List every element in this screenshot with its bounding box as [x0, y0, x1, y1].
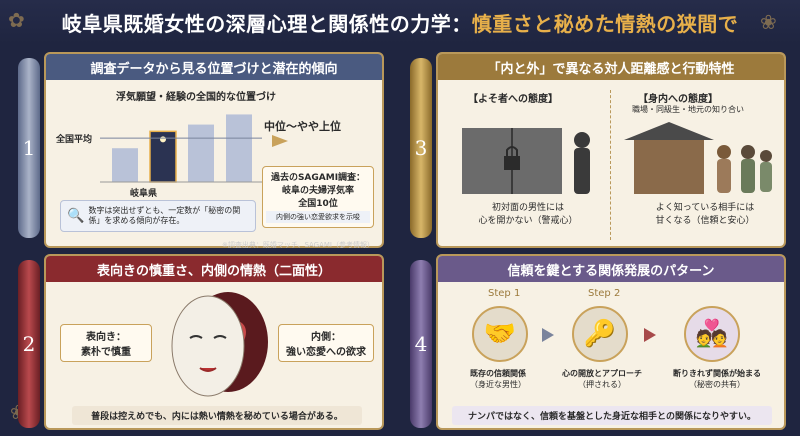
title-accent: 慎重さと秘めた情熱の狭間で	[471, 11, 739, 36]
stage3-caption: 断りきれず関係が始まる （秘密の共有）	[673, 369, 761, 389]
step2-label: Step 2	[588, 288, 621, 299]
bar	[226, 114, 252, 182]
noh-mask-icon	[171, 292, 268, 397]
key-icon: 🔑	[572, 306, 628, 362]
sagami-box: 過去のSAGAMI調査： 岐阜の夫婦浮気率 全国10位 内側の強い恋愛欲求を示唆	[262, 166, 374, 228]
panel4: 信頼を鍵とする関係発展のパターン Step 1 Step 2 🤝 🔑 💑 既存の…	[436, 254, 786, 430]
couple-icon: 💑	[684, 306, 740, 362]
panel3-header: 「内と外」で異なる対人距離感と行動特性	[438, 54, 784, 80]
panel4-number: 4	[410, 260, 432, 428]
national-average-label: 全国平均	[56, 135, 93, 146]
bar	[188, 124, 214, 182]
panel2-header: 表向きの慎重さ、内側の情熱（二面性）	[46, 256, 382, 282]
panel3-number: 3	[410, 58, 432, 238]
outsider-title: 【よそ者への態度】	[468, 94, 558, 105]
village-people-icon	[624, 122, 772, 194]
outer-side-box: 表向き： 素朴で慎重	[60, 324, 152, 362]
panel1-chart-title: 浮気願望・経験の全国的な位置づけ	[116, 92, 276, 103]
panel1-header: 調査データから見る位置づけと潜在的傾向	[46, 54, 382, 80]
panel3-divider	[610, 90, 611, 240]
handshake-icon: 🤝	[472, 306, 528, 362]
sakura-icon: ❀	[760, 10, 777, 34]
insider-title: 【身内への態度】	[638, 94, 718, 105]
title-main: 岐阜県既婚女性の深層心理と関係性の力学：	[61, 11, 472, 36]
panel3: 「内と外」で異なる対人距離感と行動特性 【よそ者への態度】 初対面の男性には 心…	[436, 52, 786, 248]
panel4-bottom: ナンパではなく、信頼を基盤とした身近な相手との関係になりやすい。	[452, 406, 772, 425]
magnifier-icon: 🔍	[67, 208, 85, 224]
step1-label: Step 1	[488, 288, 521, 299]
panel2-bottom: 普段は控えめでも、内には熱い情熱を秘めている場合がある。	[72, 406, 362, 425]
insider-caption: よく知っている相手には 甘くなる（信頼と安心）	[655, 203, 755, 226]
page-title: 岐阜県既婚女性の深層心理と関係性の力学：慎重さと秘めた情熱の狭間で	[0, 0, 800, 44]
panel1-chart	[100, 114, 262, 183]
highlight-glow	[160, 136, 166, 143]
sakura-icon: ✿	[8, 8, 25, 32]
panel2: 表向きの慎重さ、内側の情熱（二面性） 表向き： 素朴で慎重 内側： 強い恋愛への…	[44, 254, 384, 430]
locked-gate-icon	[462, 128, 590, 194]
bar	[112, 148, 138, 182]
insider-subtitle: 職場・同級生・地元の知り合い	[632, 105, 744, 114]
panel1-note: 🔍 数字は突出せずとも、一定数が「秘密の関係」を求める傾向が存在。	[60, 200, 256, 232]
panel2-number: 2	[18, 260, 40, 428]
position-label: 中位〜やや上位	[264, 120, 341, 133]
inner-side-box: 内側： 強い恋愛への欲求	[278, 324, 374, 362]
stage1-caption: 既存の信頼関係 （身近な男性）	[470, 369, 526, 389]
source-note: ※調査出典：既婚マッチ、SAGAMI（参考情報）	[222, 241, 375, 249]
panel1: 調査データから見る位置づけと潜在的傾向 浮気願望・経験の全国的な位置づけ 全国平…	[44, 52, 384, 248]
arrow-right-icon	[644, 328, 656, 342]
outsider-caption: 初対面の男性には 心を開かない（警戒心）	[478, 203, 578, 226]
panel1-number: 1	[18, 58, 40, 238]
panel4-header: 信頼を鍵とする関係発展のパターン	[438, 256, 784, 282]
position-arrow-icon	[272, 132, 288, 151]
stage2-caption: 心の開放とアプローチ （押される）	[562, 369, 642, 389]
arrow-right-icon	[542, 328, 554, 342]
gifu-label: 岐阜県	[130, 189, 158, 199]
